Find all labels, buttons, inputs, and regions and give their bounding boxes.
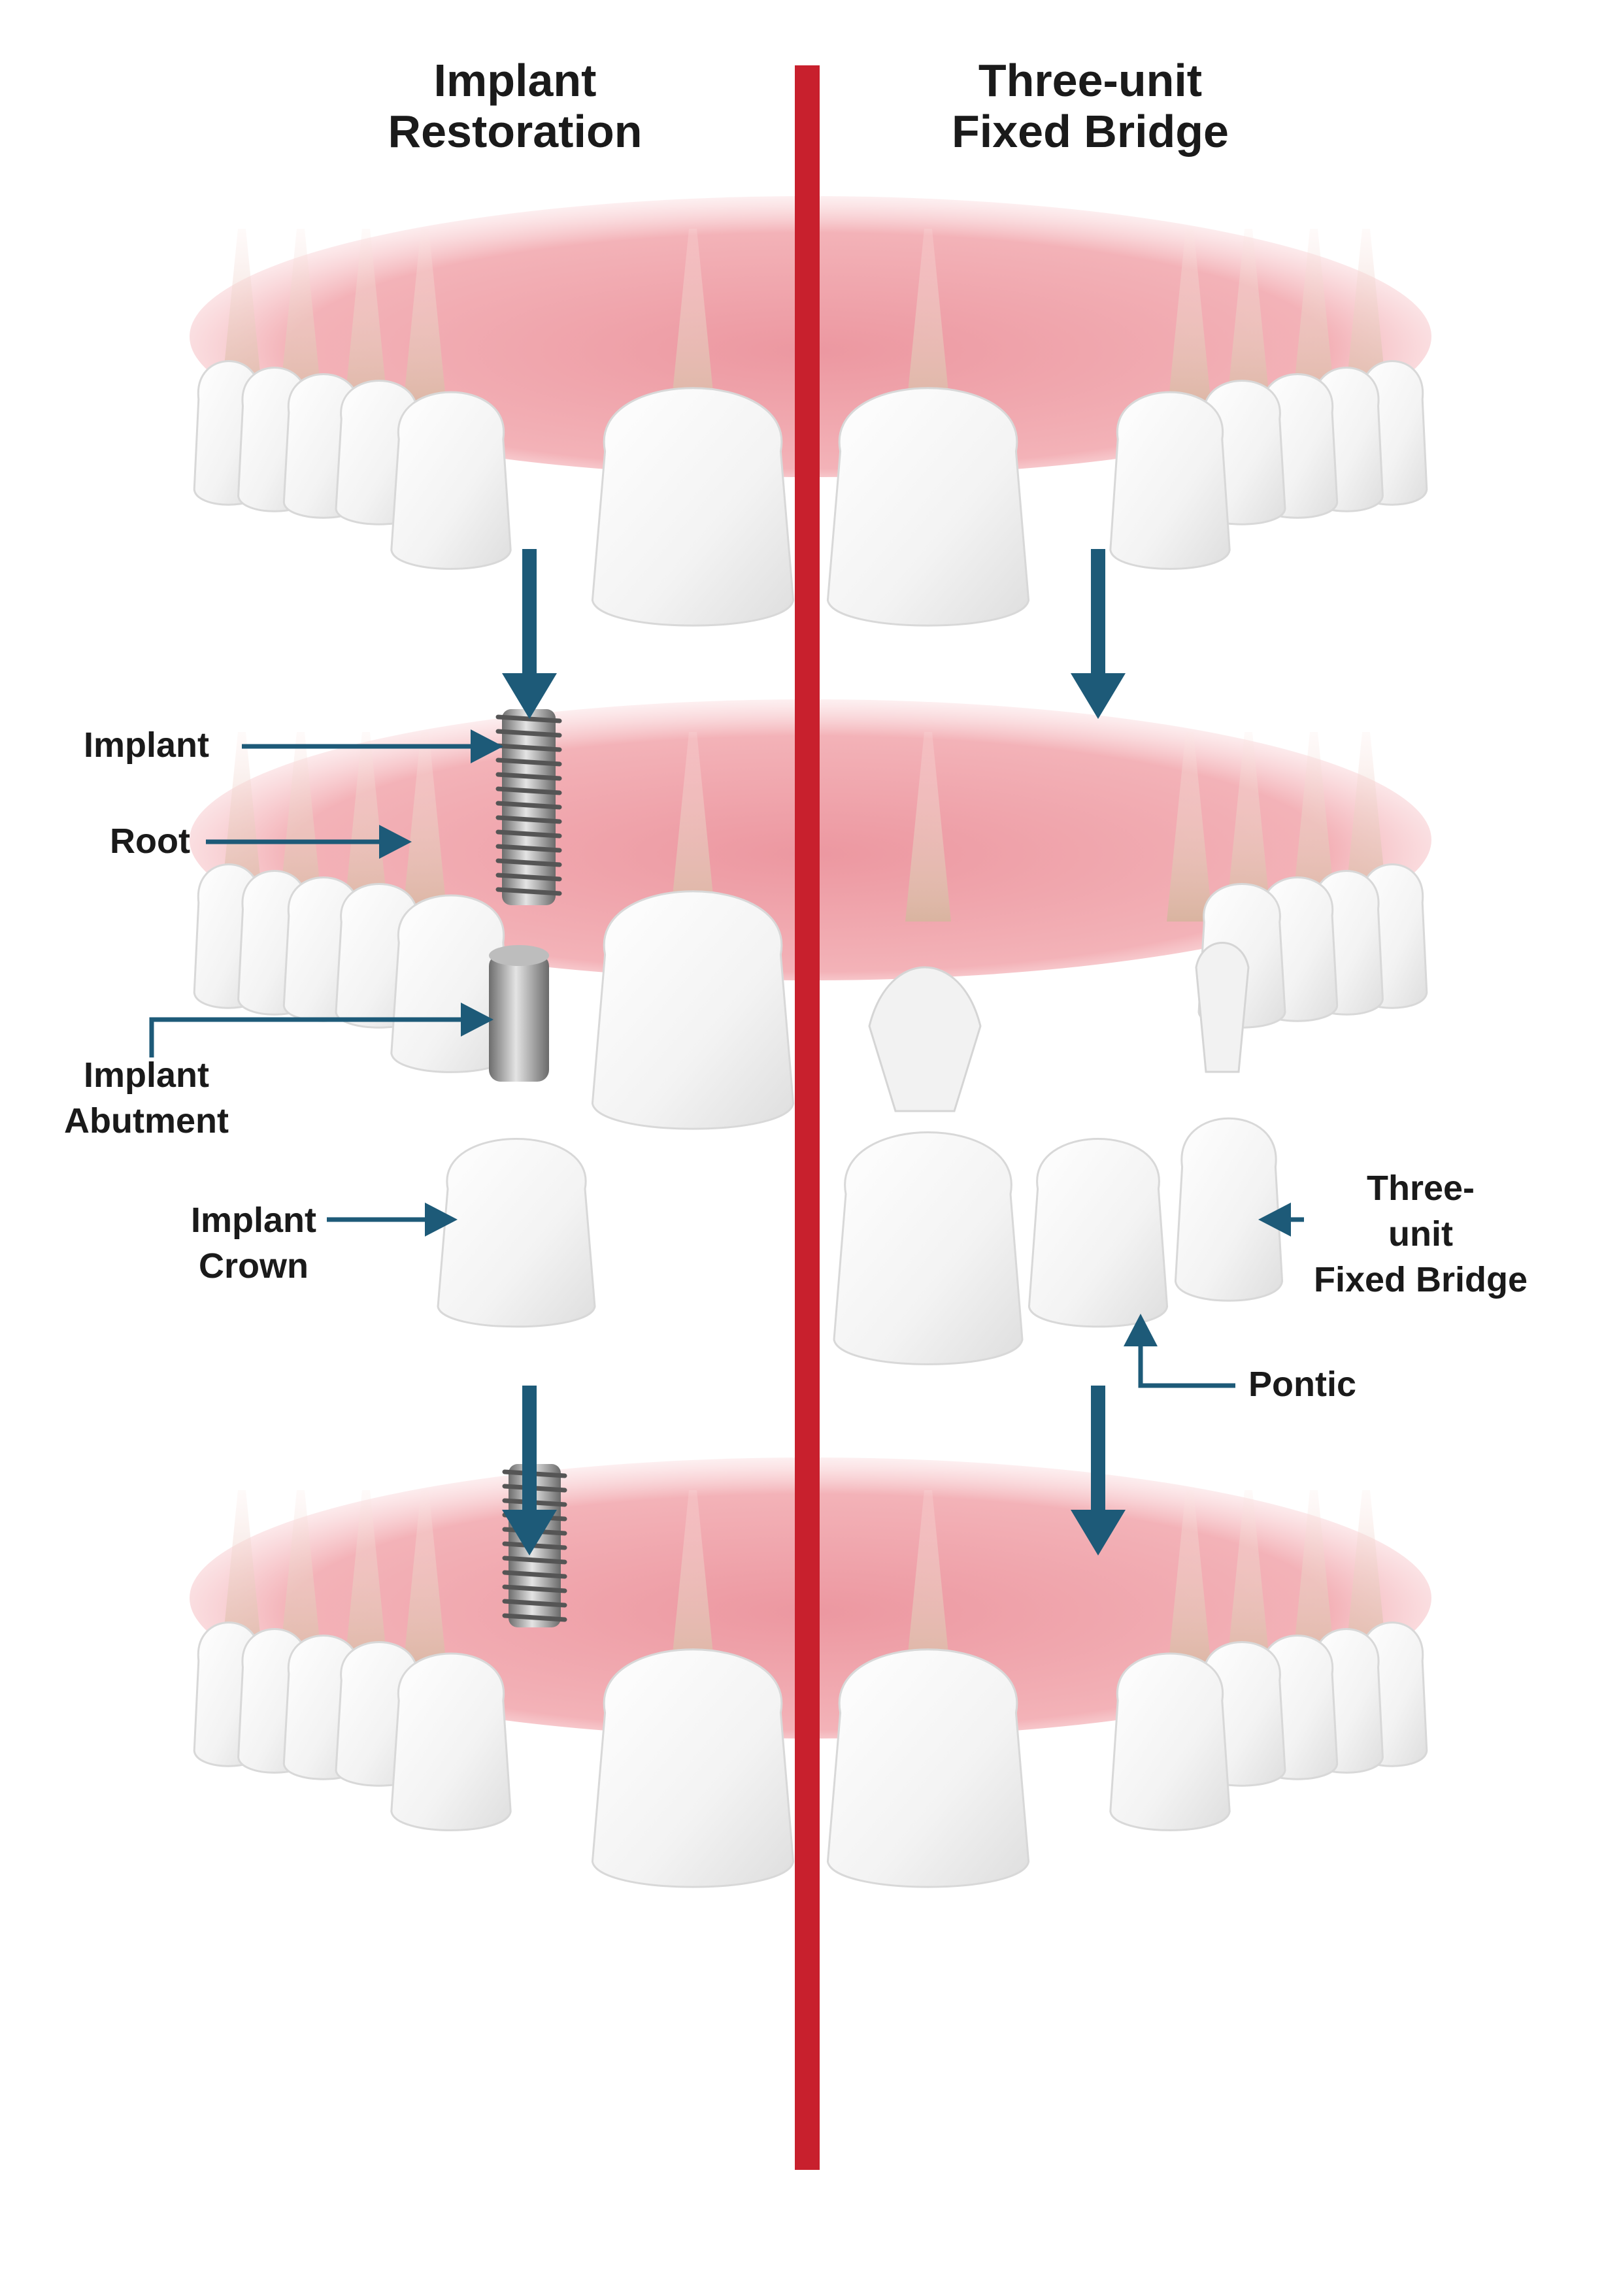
crown-label-line2: Crown xyxy=(199,1246,309,1286)
implant-thread xyxy=(495,743,562,752)
pontic-pointer-line xyxy=(1138,1340,1235,1388)
left-column-title: Implant Restoration xyxy=(286,55,744,157)
abutment-pointer-line xyxy=(149,1017,467,1057)
central-incisor xyxy=(826,1648,1030,1888)
tooth-root xyxy=(905,732,951,922)
tooth-root xyxy=(905,1490,951,1680)
prepared-tooth xyxy=(868,966,982,1112)
implant-thread xyxy=(495,772,562,781)
central-incisor xyxy=(591,890,795,1130)
implant-label: Implant xyxy=(84,725,210,765)
center-divider xyxy=(795,65,820,2170)
tooth-root xyxy=(402,732,448,922)
bridge-label-line3: Fixed Bridge xyxy=(1314,1260,1528,1299)
implant-pointer-head xyxy=(471,729,503,763)
lateral-incisor xyxy=(1109,391,1231,570)
tooth-root xyxy=(402,229,448,418)
tooth-root xyxy=(1291,229,1337,418)
implant-thread xyxy=(495,757,562,767)
abutment-label-line2: Abutment xyxy=(64,1101,229,1140)
implant-thread xyxy=(495,786,562,795)
tooth-root xyxy=(905,229,951,418)
bridge-pontic xyxy=(1028,1138,1169,1328)
crown-label: Implant Crown xyxy=(191,1197,316,1289)
root-pointer-head xyxy=(379,825,412,859)
tooth-root xyxy=(1226,1490,1271,1680)
crown-label-line1: Implant xyxy=(191,1201,317,1240)
implant-thread xyxy=(495,844,562,853)
tooth-root xyxy=(670,1490,716,1680)
lateral-incisor xyxy=(390,391,512,570)
right-step1-arrow-head xyxy=(1071,673,1126,719)
implant-thread xyxy=(495,873,562,882)
tooth-root xyxy=(1167,732,1212,922)
tooth-root xyxy=(1291,1490,1337,1680)
tooth-root xyxy=(670,732,716,922)
tooth-root xyxy=(343,229,389,418)
abutment-label: Implant Abutment xyxy=(64,1052,229,1144)
bridge-components xyxy=(833,942,1284,1365)
prepared-tooth xyxy=(1195,942,1250,1073)
implant-thread xyxy=(495,729,562,738)
implant-thread xyxy=(502,1556,567,1565)
central-incisor xyxy=(826,387,1030,627)
lateral-incisor xyxy=(390,1652,512,1831)
implant-crown xyxy=(437,1138,596,1328)
bridge-label-line2: unit xyxy=(1388,1214,1454,1254)
implant-thread xyxy=(502,1599,567,1608)
implant-thread xyxy=(495,829,562,839)
tooth-root xyxy=(343,732,389,922)
implant-thread xyxy=(502,1613,567,1622)
right-title-line2: Fixed Bridge xyxy=(952,106,1229,157)
left-step2-arrow-head xyxy=(502,1510,557,1556)
implant-thread xyxy=(495,858,562,867)
abutment-label-line1: Implant xyxy=(83,1056,209,1095)
lateral-incisor xyxy=(390,894,512,1073)
pontic-label: Pontic xyxy=(1248,1365,1357,1404)
left-title-line1: Implant xyxy=(433,55,597,106)
left-step1-arrow-head xyxy=(502,673,557,719)
abutment-top xyxy=(489,945,549,966)
central-incisor xyxy=(591,387,795,627)
abutment-pointer-head xyxy=(461,1003,493,1037)
pontic-pointer-head xyxy=(1124,1314,1158,1346)
tooth-root xyxy=(670,229,716,418)
right-column-title: Three-unit Fixed Bridge xyxy=(861,55,1319,157)
bridge-label: Three- unit Fixed Bridge xyxy=(1314,1165,1528,1303)
lateral-incisor xyxy=(1109,1652,1231,1831)
bridge-pointer-head xyxy=(1258,1203,1291,1237)
right-title-line1: Three-unit xyxy=(978,55,1203,106)
bridge-abutment-crown xyxy=(833,1131,1024,1365)
central-incisor xyxy=(591,1648,795,1888)
implant-thread xyxy=(495,801,562,810)
right-step2-arrow-head xyxy=(1071,1510,1126,1556)
tooth-root xyxy=(1226,732,1271,922)
crown-pointer-head xyxy=(425,1203,458,1237)
root-label: Root xyxy=(110,822,190,861)
bridge-label-line1: Three- xyxy=(1367,1169,1475,1208)
tooth-root xyxy=(1226,229,1271,418)
implant-abutment xyxy=(489,954,549,1082)
implant-thread xyxy=(495,714,562,724)
implant-thread xyxy=(502,1570,567,1579)
left-title-line2: Restoration xyxy=(388,106,643,157)
tooth-root xyxy=(402,1490,448,1680)
implant-thread xyxy=(495,887,562,896)
tooth-root xyxy=(1291,732,1337,922)
bridge-retainer xyxy=(1174,1117,1284,1302)
implant-thread xyxy=(495,815,562,824)
tooth-root xyxy=(1167,1490,1212,1680)
tooth-root xyxy=(1167,229,1212,418)
tooth-root xyxy=(343,1490,389,1680)
implant-thread xyxy=(502,1584,567,1593)
